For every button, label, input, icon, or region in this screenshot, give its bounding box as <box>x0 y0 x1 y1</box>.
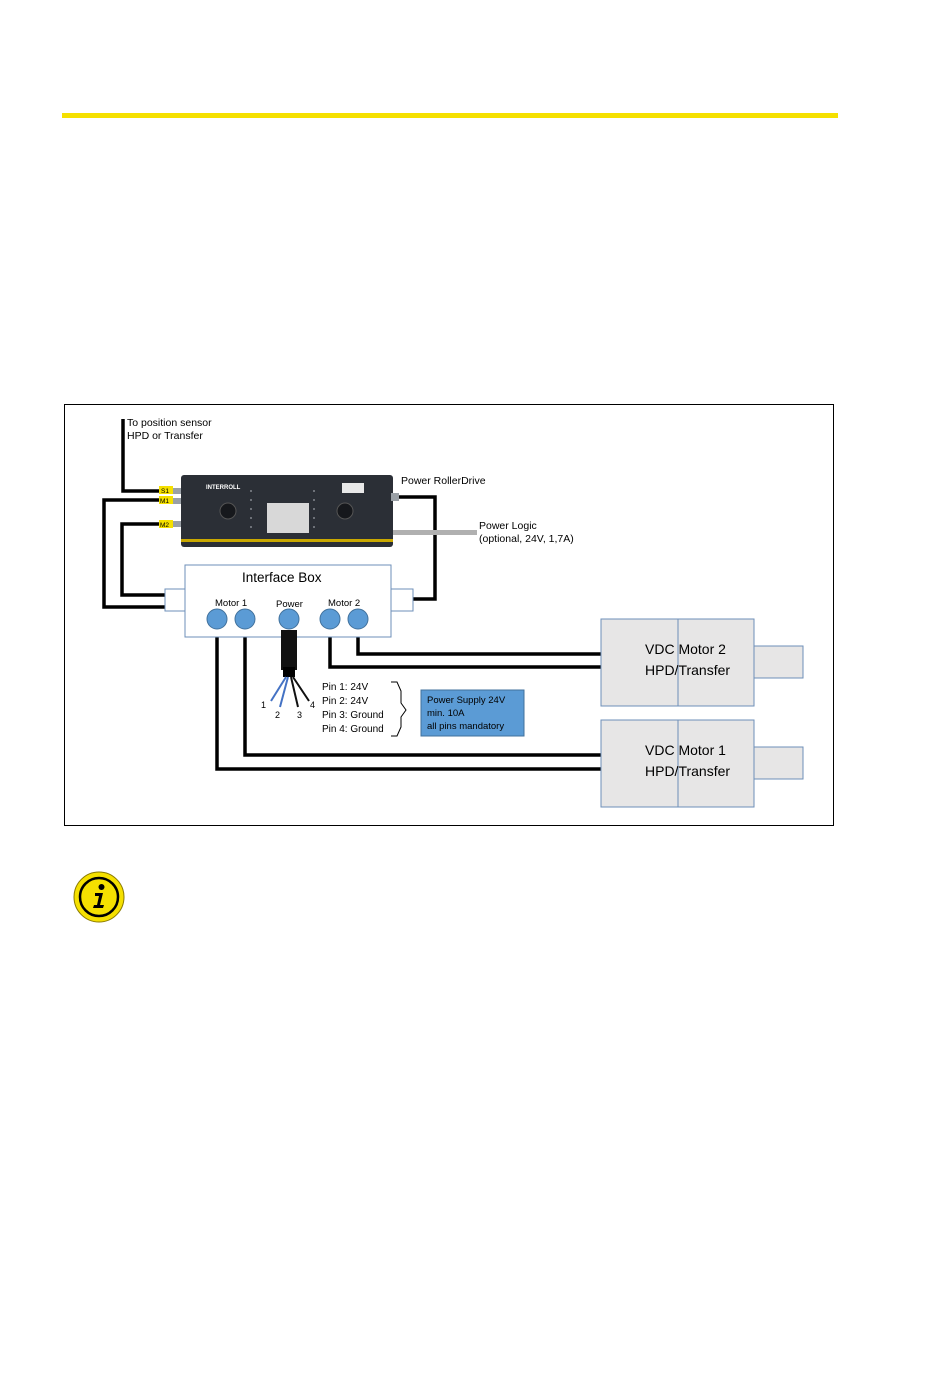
motor2-subtitle: HPD/Transfer <box>645 662 730 678</box>
power-rollerdrive-cable <box>391 497 435 599</box>
power-cable-end <box>283 667 295 677</box>
controller-plug-right <box>391 493 399 501</box>
power-supply-line1: Power Supply 24V <box>427 695 506 706</box>
power-cable-sleeve <box>281 630 297 670</box>
controller-plug-left-mid <box>173 498 181 504</box>
interface-power-label: Power <box>276 599 303 610</box>
pin2-label: Pin 2: 24V <box>322 696 368 707</box>
interface-box-title: Interface Box <box>242 570 322 585</box>
motor2-connector-a <box>320 609 340 629</box>
motor1-connector-a <box>207 609 227 629</box>
header-rule <box>62 113 838 118</box>
power-supply-line2: min. 10A <box>427 708 465 719</box>
power-logic-cable <box>393 530 477 535</box>
power-logic-label-line1: Power Logic <box>479 520 537 532</box>
motor1-unit: VDC Motor 1 HPD/Transfer <box>601 720 803 807</box>
motor1-title: VDC Motor 1 <box>645 742 726 758</box>
motor1-subtitle: HPD/Transfer <box>645 763 730 779</box>
power-wire-1 <box>271 677 286 701</box>
pin3-label: Pin 3: Ground <box>322 710 384 721</box>
info-icon <box>72 870 126 924</box>
pin-brace <box>391 682 406 736</box>
wire-number-1: 1 <box>261 700 266 710</box>
wire-number-2: 2 <box>275 710 280 720</box>
power-supply-line3: all pins mandatory <box>427 721 504 732</box>
power-logic-label-line2: (optional, 24V, 1,7A) <box>479 533 574 545</box>
pin4-label: Pin 4: Ground <box>322 724 384 735</box>
interface-box-left-tab <box>165 589 187 611</box>
sensor-label-line1: To position sensor <box>127 417 212 429</box>
wiring-diagram: To position sensor HPD or Transfer INTER <box>65 405 833 825</box>
motor2-unit: VDC Motor 2 HPD/Transfer <box>601 619 803 706</box>
controller-stripe <box>181 539 393 542</box>
sensor-label-line2: HPD or Transfer <box>127 430 203 442</box>
motor1-shaft <box>753 747 803 779</box>
controller: INTERROLL S1 M1 M2 <box>159 475 399 547</box>
port-s1-label: S1 <box>161 488 169 495</box>
controller-knob-right <box>337 503 353 519</box>
controller-knob-left <box>220 503 236 519</box>
controller-plug-left-bot <box>173 521 181 527</box>
controller-label-plate <box>267 503 309 533</box>
controller-display <box>342 483 364 493</box>
power-connector <box>279 609 299 629</box>
motor2-cable-b <box>358 619 602 654</box>
port-m2-label: M2 <box>160 522 169 529</box>
controller-plug-left-top <box>173 488 181 494</box>
wiring-diagram-frame: To position sensor HPD or Transfer INTER <box>64 404 834 826</box>
wire-number-4: 4 <box>310 700 315 710</box>
interface-motor1-label: Motor 1 <box>215 598 247 609</box>
power-rollerdrive-label: Power RollerDrive <box>401 475 486 487</box>
interface-box: Interface Box Motor 1 Power Motor 2 <box>165 565 413 637</box>
port-m1-label: M1 <box>160 498 169 505</box>
interface-motor2-label: Motor 2 <box>328 598 360 609</box>
motor2-connector-b <box>348 609 368 629</box>
motor2-title: VDC Motor 2 <box>645 641 726 657</box>
pin1-label: Pin 1: 24V <box>322 682 368 693</box>
m1-cable <box>104 500 173 607</box>
motor1-connector-b <box>235 609 255 629</box>
motor2-shaft <box>753 646 803 678</box>
wire-number-3: 3 <box>297 710 302 720</box>
controller-brand: INTERROLL <box>206 485 241 491</box>
power-cable: 1 2 3 4 <box>261 630 315 720</box>
m2-cable <box>122 524 173 595</box>
interface-box-right-tab <box>391 589 413 611</box>
